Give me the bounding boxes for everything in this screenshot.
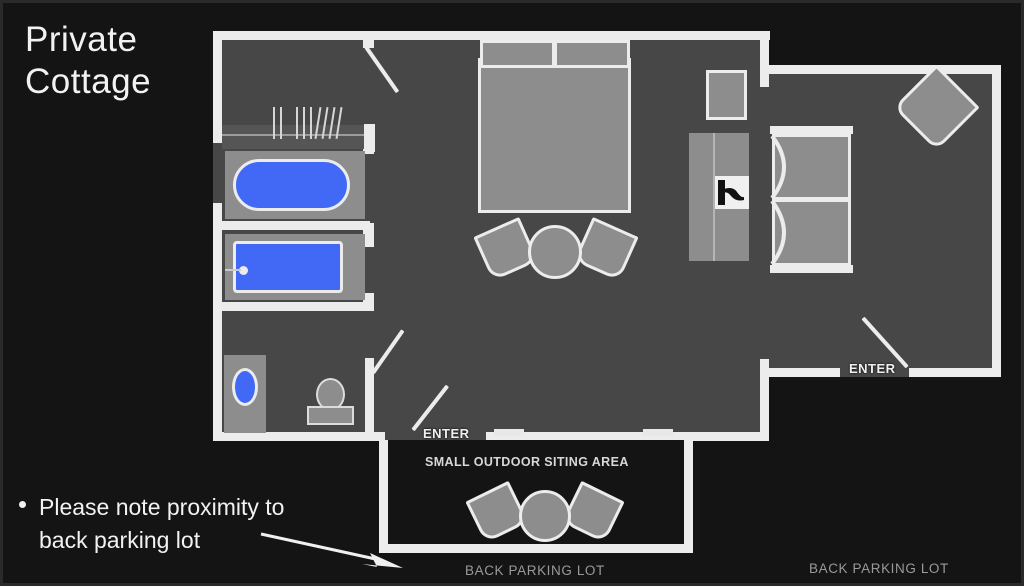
- sink-basin: [232, 368, 258, 406]
- wall-bottom-right-room-right: [909, 368, 1001, 377]
- french-door-frame-top: [770, 126, 853, 134]
- bullet-icon: [19, 501, 26, 508]
- bed-pillow-right: [554, 40, 630, 68]
- door-jamb-top-bath: [363, 37, 374, 48]
- wall-left-main: [213, 31, 222, 441]
- closet-hanger-icon: [310, 107, 312, 139]
- door-swing-arc-lower-icon: [770, 199, 786, 266]
- window-bottom-seg-1: [494, 429, 524, 436]
- wall-bath-partition-lower: [365, 358, 374, 436]
- tv-screen-icon: [724, 188, 744, 201]
- closet-hanger-icon: [303, 107, 305, 139]
- proximity-note-text: Please note proximity to back parking lo…: [39, 494, 285, 553]
- bed-pillow-left: [480, 40, 555, 68]
- bathtub: [233, 159, 350, 211]
- shower-head-icon: [239, 266, 248, 275]
- wall-right-main-lower: [760, 359, 769, 441]
- outdoor-wall-left: [379, 440, 388, 553]
- enter-label-main: ENTER: [423, 426, 470, 441]
- window-bottom-seg-2: [643, 429, 673, 436]
- arrow-icon: [260, 532, 403, 568]
- closet-hanger-icon: [280, 107, 282, 139]
- outdoor-wall-right: [684, 440, 693, 553]
- media-console-divider: [713, 133, 715, 261]
- window-left: [213, 143, 222, 203]
- wall-bath-partition-v2: [363, 223, 374, 247]
- outdoor-area-label: SMALL OUTDOOR SITING AREA: [425, 455, 629, 469]
- wall-bath-divider-2: [222, 302, 370, 311]
- wall-bottom-main-left: [213, 432, 385, 441]
- tv-icon: [718, 180, 725, 205]
- wall-partition-right-room: [760, 65, 769, 87]
- outdoor-round-table: [519, 490, 571, 542]
- french-door-frame-bottom: [770, 265, 853, 273]
- closet-hanger-icon: [296, 107, 298, 139]
- nightstand: [706, 70, 747, 120]
- page-title: Private Cottage: [25, 20, 152, 101]
- wall-right-main-upper: [760, 31, 769, 67]
- enter-label-right: ENTER: [849, 361, 896, 376]
- wall-top-right-room: [760, 65, 1001, 74]
- wall-top-main: [213, 31, 770, 40]
- shower-supply-line: [225, 269, 241, 271]
- outdoor-wall-bottom: [379, 544, 693, 553]
- back-parking-lot-label-left: BACK PARKING LOT: [465, 563, 605, 578]
- back-parking-lot-label-right: BACK PARKING LOT: [809, 561, 949, 576]
- closet-end-post: [364, 124, 375, 152]
- round-table: [528, 225, 582, 279]
- proximity-note: Please note proximity to back parking lo…: [19, 491, 379, 557]
- shower-pan: [233, 241, 343, 293]
- wall-right-right-room: [992, 65, 1001, 377]
- wall-bath-divider-1: [222, 221, 370, 230]
- bed: [478, 58, 631, 213]
- closet-hanger-icon: [273, 107, 275, 139]
- wall-bottom-main-right: [486, 432, 768, 441]
- toilet-tank: [307, 406, 354, 425]
- door-swing-arc-upper-icon: [770, 134, 786, 200]
- wall-bottom-right-room-left: [760, 368, 840, 377]
